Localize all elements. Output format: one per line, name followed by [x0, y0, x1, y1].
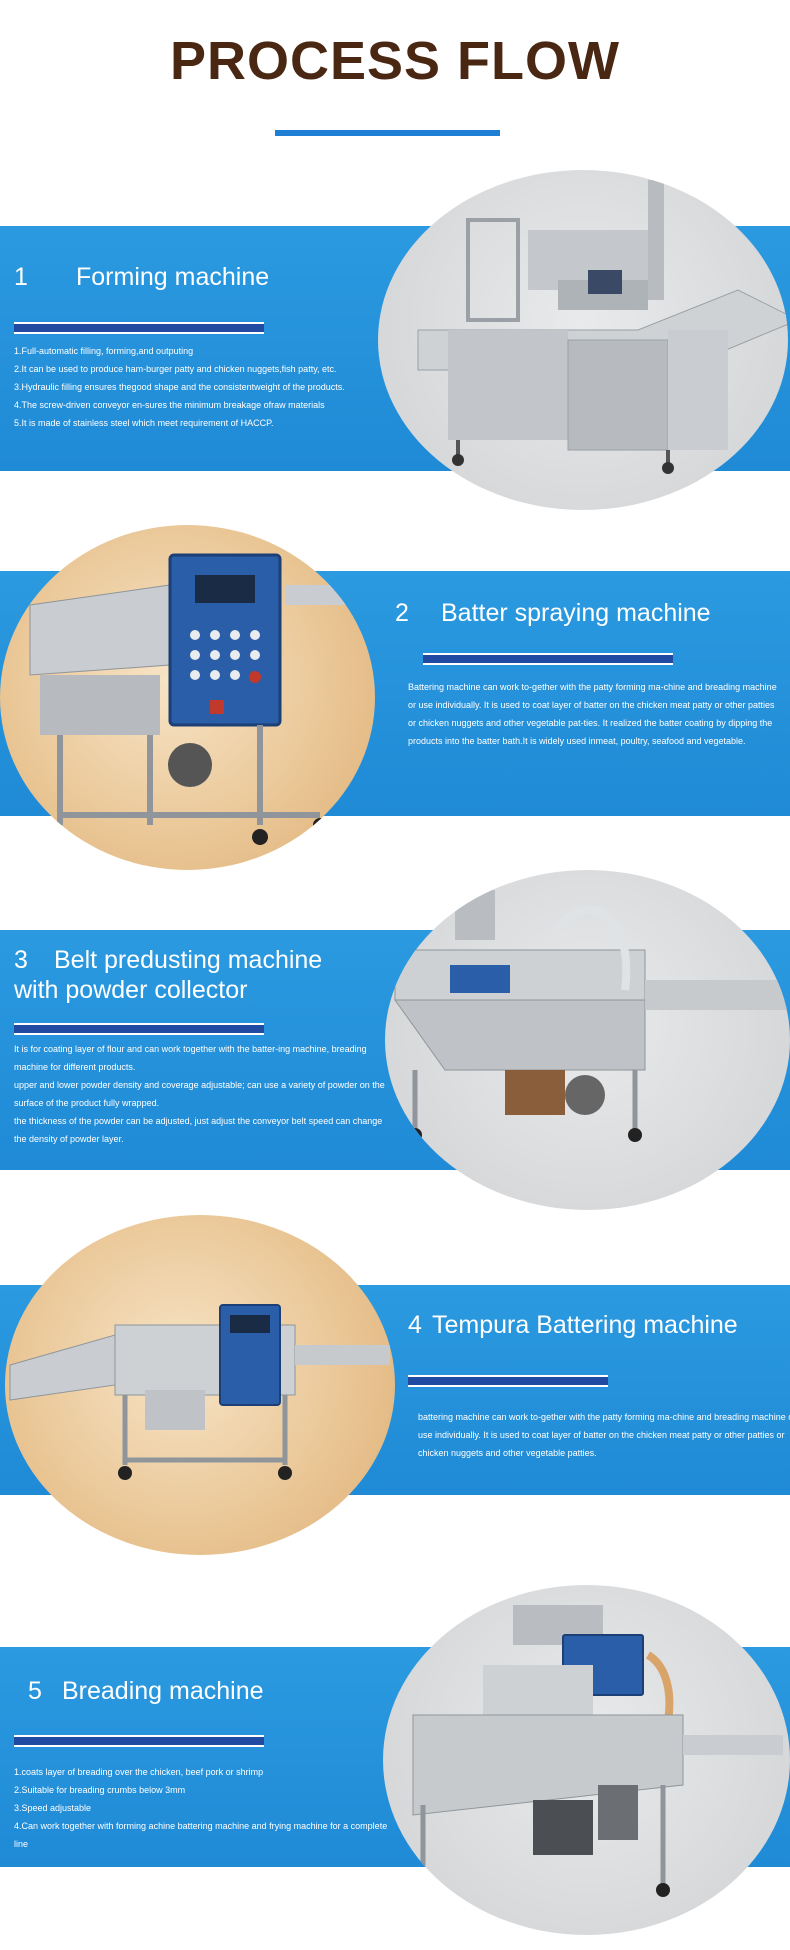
section-5-number: 5: [28, 1677, 42, 1705]
breading-machine-photo: [383, 1585, 790, 1935]
section-5-divider: [14, 1735, 264, 1747]
section-2-line: or use individually. It is used to coat …: [408, 700, 775, 710]
section-3-description: It is for coating layer of flour and can…: [14, 1040, 385, 1148]
section-4-line: use individually. It is used to coat lay…: [418, 1430, 785, 1440]
section-1-divider: [14, 322, 264, 334]
section-1-line: 4.The screw-driven conveyor en-sures the…: [14, 400, 325, 410]
section-1-line: 1.Full-automatic filling, forming,and ou…: [14, 346, 194, 356]
section-2-title: 2 Batter spraying machine: [395, 598, 711, 628]
section-1-line: 2.It can be used to produce ham-burger p…: [14, 364, 337, 374]
tempura-battering-machine-photo: [5, 1215, 395, 1555]
section-1-line: 5.It is made of stainless steel which me…: [14, 418, 274, 428]
section-2-line: or chicken nuggets and other vegetable p…: [408, 718, 773, 728]
section-3-number: 3: [14, 946, 28, 974]
tempura-battering-machine-icon: [9, 1304, 390, 1480]
section-1-title: 1 Forming machine: [14, 262, 269, 292]
section-4-description: battering machine can work to-gether wit…: [418, 1408, 790, 1462]
section-2-title-text: Batter spraying machine: [441, 599, 711, 627]
section-3-line: It is for coating layer of flour and can…: [14, 1044, 367, 1054]
section-5-line: 2.Suitable for breading crumbs below 3mm: [14, 1785, 186, 1795]
section-2-description: Battering machine can work to-gether wit…: [408, 678, 777, 750]
section-3-line: the density of powder layer.: [14, 1134, 124, 1144]
section-2-number: 2: [395, 599, 409, 627]
section-4-line: battering machine can work to-gether wit…: [418, 1412, 790, 1422]
section-4-title: 4 Tempura Battering machine: [408, 1310, 738, 1340]
section-4-number: 4: [408, 1311, 422, 1339]
breading-machine-icon: [412, 1605, 783, 1897]
section-1-line: 3.Hydraulic filling ensures thegood shap…: [14, 382, 345, 392]
section-5-description: 1.coats layer of breading over the chick…: [14, 1763, 387, 1853]
section-2-line: Battering machine can work to-gether wit…: [408, 682, 777, 692]
section-3-title-text: Belt predusting machine: [54, 946, 323, 974]
page-title: PROCESS FLOW: [169, 31, 620, 91]
section-4-divider: [408, 1375, 608, 1387]
section-5-line: 3.Speed adjustable: [14, 1803, 92, 1813]
section-4-line: chicken nuggets and other vegetable patt…: [418, 1448, 597, 1458]
section-1-description: 1.Full-automatic filling, forming,and ou…: [14, 342, 345, 432]
section-3-line: upper and lower powder density and cover…: [14, 1080, 385, 1090]
forming-machine-photo: [378, 170, 788, 510]
section-2-line: products into the batter bath.It is wide…: [408, 736, 746, 746]
section-5-title: 5 Breading machine: [28, 1676, 264, 1706]
belt-predusting-machine-icon: [394, 890, 790, 1142]
belt-predusting-machine-photo: [385, 870, 790, 1210]
section-1-number: 1: [14, 263, 28, 291]
section-5-line: 4.Can work together with forming achine …: [14, 1821, 388, 1831]
section-5-line: 1.coats layer of breading over the chick…: [14, 1767, 264, 1777]
forming-machine-icon: [417, 180, 788, 474]
section-3-divider: [14, 1023, 264, 1035]
section-5-title-text: Breading machine: [62, 1677, 264, 1705]
section-5-line: line: [14, 1839, 29, 1849]
section-2-divider: [423, 653, 673, 665]
section-4-title-text: Tempura Battering machine: [432, 1311, 738, 1339]
section-3-line: the thickness of the powder can be adjus…: [14, 1116, 383, 1126]
section-3-title-line2: with powder collector: [14, 976, 248, 1004]
batter-spraying-machine-photo: [0, 525, 375, 870]
section-3-line: machine for different products.: [14, 1062, 136, 1072]
section-3-line: surface of the product fully wrapped.: [14, 1098, 160, 1108]
section-1-title-text: Forming machine: [76, 263, 270, 291]
batter-spraying-machine-icon: [29, 553, 365, 845]
title-underline: [275, 130, 500, 136]
